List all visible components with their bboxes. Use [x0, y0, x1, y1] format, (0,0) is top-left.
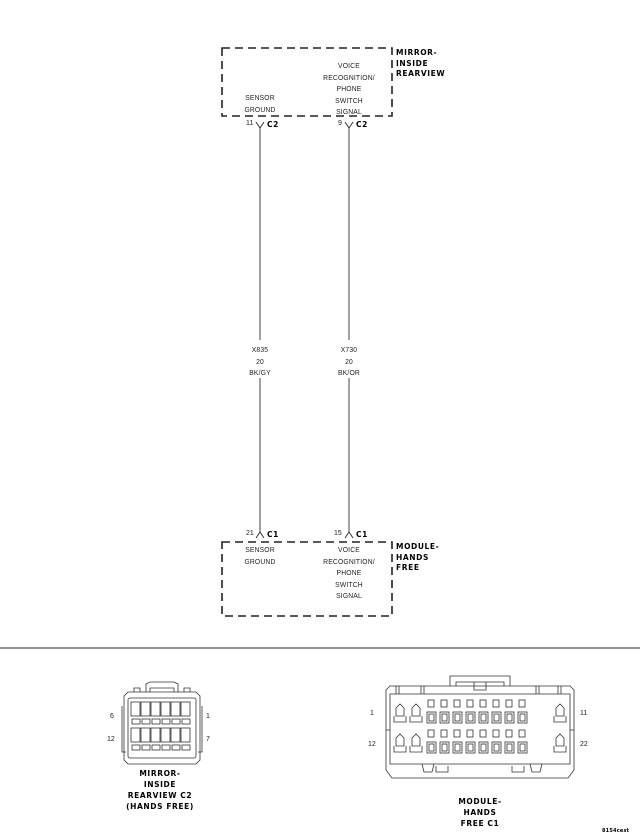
caption-line: MIRROR-	[139, 769, 181, 778]
module-connector-id-c1: C1	[267, 530, 279, 539]
caption-line: HANDS	[463, 808, 497, 817]
wire-circuit: X730	[340, 345, 358, 354]
wire-circuit: X835	[251, 345, 269, 354]
module-connector-id-c1: C1	[356, 530, 368, 539]
wire-color: BK/OR	[338, 368, 360, 377]
mirror-name-line: REARVIEW	[396, 69, 446, 78]
connector-symbol-mirror-pin9	[344, 121, 354, 129]
mirror-name-line: MIRROR-	[396, 48, 438, 57]
connector-symbol-mirror-pin11	[255, 121, 265, 129]
pin-function-line: PHONE	[336, 568, 362, 577]
caption-line: MODULE-	[458, 797, 502, 806]
connector-symbol-module-pin21	[255, 531, 265, 539]
pin-function-line: VOICE	[338, 61, 360, 70]
mirror-c2-connector-face	[121, 681, 203, 765]
mirror-c2-pin-label-top-right: 1	[206, 713, 210, 720]
mirror-c2-pin-label-top-left: 6	[110, 713, 114, 720]
caption-line: FREE C1	[460, 819, 500, 828]
pin-function-line: RECOGNITION/	[323, 72, 375, 82]
pin-function-line: SENSOR	[245, 545, 275, 554]
mirror-component-box	[221, 47, 393, 117]
mirror-c2-pin-label-bottom-left: 12	[107, 736, 115, 743]
module-c1-pin-label-bottom-left: 12	[368, 741, 376, 748]
wire-color: BK/GY	[249, 368, 271, 377]
module-c1-pin-label-top-right: 11	[580, 710, 588, 717]
module-c1-connector-face	[385, 675, 575, 779]
module-component-box	[221, 541, 393, 617]
caption-line: INSIDE	[143, 780, 177, 789]
pin-function-line: SWITCH	[335, 579, 363, 589]
module-pin15-function: VOICE RECOGNITION/ PHONE SWITCH SIGNAL	[318, 544, 381, 602]
pin-function-line: GROUND	[244, 104, 276, 114]
module-c1-caption: MODULE- HANDS FREE C1	[430, 796, 530, 829]
pin-function-line: SIGNAL	[336, 107, 362, 116]
wire-label-x835: X835 20 BK/GY	[242, 344, 278, 379]
mirror-name-line: INSIDE	[396, 58, 429, 68]
mirror-connector-id-c2: C2	[267, 120, 279, 129]
pin-function-line: VOICE	[338, 545, 360, 554]
pin-function-line: GROUND	[244, 556, 276, 566]
pin-function-line: SWITCH	[335, 95, 363, 105]
wire-label-x730: X730 20 BK/OR	[331, 344, 367, 379]
module-pin-number-21: 21	[246, 530, 254, 537]
module-name-line: MODULE-	[396, 542, 440, 551]
wire-gauge: 20	[256, 356, 264, 366]
mirror-pin-number-11: 11	[246, 120, 254, 127]
mirror-c2-pin-label-bottom-right: 7	[206, 736, 210, 743]
mirror-component-name: MIRROR- INSIDE REARVIEW	[396, 48, 445, 80]
module-c1-pin-label-top-left: 1	[370, 710, 374, 717]
mirror-c2-caption: MIRROR- INSIDE REARVIEW C2 (HANDS FREE)	[110, 768, 210, 812]
module-component-name: MODULE- HANDS FREE	[396, 542, 439, 574]
wire-gauge: 20	[345, 356, 353, 366]
connector-symbol-module-pin15	[344, 531, 354, 539]
mirror-pin-number-9: 9	[338, 120, 342, 127]
module-pin-number-15: 15	[334, 530, 342, 537]
mirror-connector-id-c2: C2	[356, 120, 368, 129]
pin-function-line: SIGNAL	[336, 591, 362, 600]
caption-line: REARVIEW C2	[127, 791, 193, 800]
module-name-line: HANDS	[396, 552, 429, 562]
pin-function-line: PHONE	[336, 84, 362, 93]
mirror-pin11-function: SENSOR GROUND	[238, 92, 281, 115]
mirror-pin9-function: VOICE RECOGNITION/ PHONE SWITCH SIGNAL	[318, 60, 381, 118]
module-c1-pin-label-bottom-right: 22	[580, 741, 588, 748]
figure-id: 8154cest	[602, 828, 630, 834]
module-pin21-function: SENSOR GROUND	[238, 544, 281, 567]
pin-function-line: SENSOR	[245, 93, 275, 102]
caption-line: (HANDS FREE)	[126, 802, 194, 811]
pin-function-line: RECOGNITION/	[323, 556, 375, 566]
module-name-line: FREE	[396, 563, 420, 572]
